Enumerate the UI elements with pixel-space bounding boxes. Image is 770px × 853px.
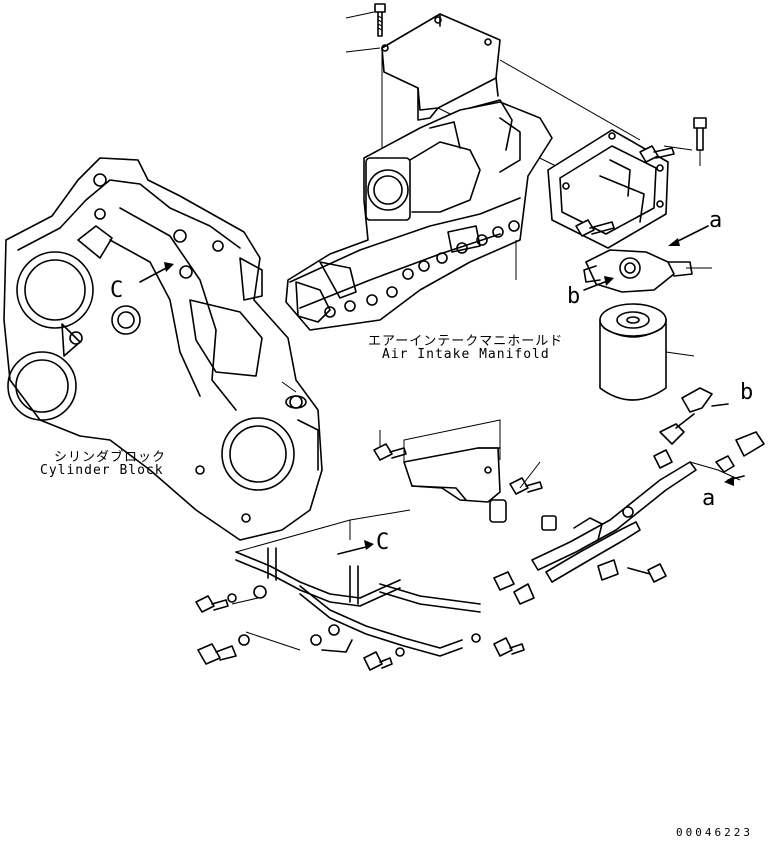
fuel-hose xyxy=(531,461,697,583)
ref-b-right: b xyxy=(740,380,754,405)
leader-top xyxy=(345,11,381,53)
leader-bracket-bolts xyxy=(663,145,701,166)
banjo-bolts xyxy=(195,585,525,671)
fuel-tubes xyxy=(235,547,481,657)
mid-bolts xyxy=(373,443,543,495)
arrow-c-block xyxy=(139,262,174,283)
cylinder-block xyxy=(3,157,323,541)
air-intake-label-en: Air Intake Manifold xyxy=(382,347,550,362)
tube-leaders xyxy=(231,597,301,651)
filter-leaders xyxy=(665,267,712,357)
ref-b-left: b xyxy=(567,284,581,309)
ref-a-lower: a xyxy=(702,486,716,511)
ref-a-upper: a xyxy=(709,208,723,233)
connector-fittings xyxy=(653,387,765,473)
ref-c-block: C xyxy=(110,278,124,303)
arrow-b-right xyxy=(711,403,729,407)
filter-bracket xyxy=(547,129,669,249)
cylinder-block-label-en: Cylinder Block xyxy=(40,463,164,478)
arrow-a-lower xyxy=(724,475,745,486)
spacer-2 xyxy=(541,515,557,531)
clips xyxy=(493,559,619,605)
bracket-bolts xyxy=(575,117,707,237)
leader-mid xyxy=(379,430,541,489)
air-intake-label-jp: エアーインテークマニホールド xyxy=(368,334,564,349)
mid-bracket xyxy=(403,447,501,503)
arrow-b-left xyxy=(583,276,614,291)
filter-head xyxy=(583,249,693,293)
lower-right-bolt xyxy=(627,563,667,583)
assembly-line-mid xyxy=(403,419,501,462)
drawing-code: 00046223 xyxy=(676,826,753,839)
tube-assembly-line xyxy=(235,509,411,553)
block-leader xyxy=(281,381,297,393)
fuel-filter-cartridge xyxy=(599,303,667,401)
arrow-a-upper xyxy=(668,225,709,246)
arrow-c-tube xyxy=(337,540,374,555)
air-intake-manifold xyxy=(285,99,553,331)
top-bolt xyxy=(374,3,386,37)
spacer-1 xyxy=(489,499,507,523)
ref-c-tube: C xyxy=(376,530,390,555)
cylinder-block-label-jp: シリンダブロック xyxy=(54,450,167,465)
hose-leader xyxy=(689,461,741,481)
